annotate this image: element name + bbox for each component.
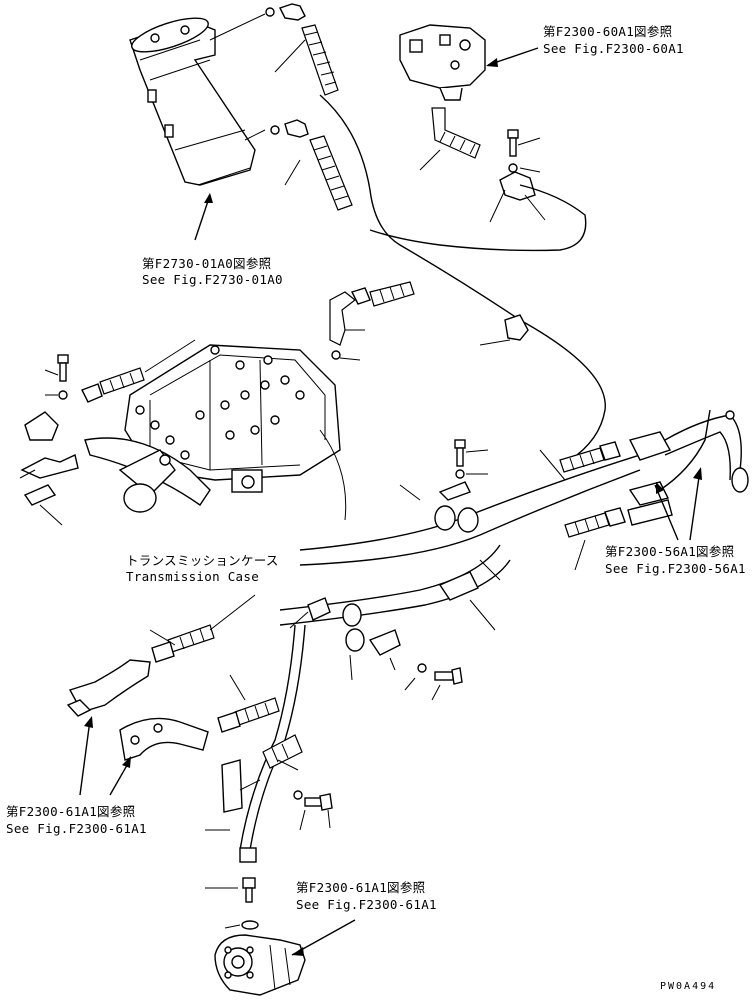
ref-f2300-61a1-bottom-jp: 第F2300-61A1図参照 xyxy=(296,880,426,895)
ref-f2300-60a1-jp: 第F2300-60A1図参照 xyxy=(543,24,673,39)
ref-f2300-61a1-left-en: See Fig.F2300-61A1 xyxy=(6,821,147,836)
ref-f2300-56a1-en: See Fig.F2300-56A1 xyxy=(605,561,746,576)
ref-f2300-56a1-jp: 第F2300-56A1図参照 xyxy=(605,544,735,559)
ref-f2730-01a0-jp: 第F2730-01A0図参照 xyxy=(142,256,272,271)
transmission-case-label-en: Transmission Case xyxy=(126,569,260,584)
ref-f2730-01a0-en: See Fig.F2730-01A0 xyxy=(142,272,283,287)
pump xyxy=(214,934,306,996)
transmission-case xyxy=(84,344,347,521)
filter-assembly xyxy=(129,3,353,211)
transmission-case-label-jp: トランスミッションケース xyxy=(126,553,279,568)
right-fittings xyxy=(627,409,749,526)
valve-assembly xyxy=(399,24,486,101)
ref-f2300-60a1-en: See Fig.F2300-60A1 xyxy=(543,41,684,56)
drawing-code: PW0A494 xyxy=(660,981,717,992)
ref-f2300-61a1-left-jp: 第F2300-61A1図参照 xyxy=(6,804,136,819)
ref-f2300-61a1-bottom-en: See Fig.F2300-61A1 xyxy=(296,897,437,912)
